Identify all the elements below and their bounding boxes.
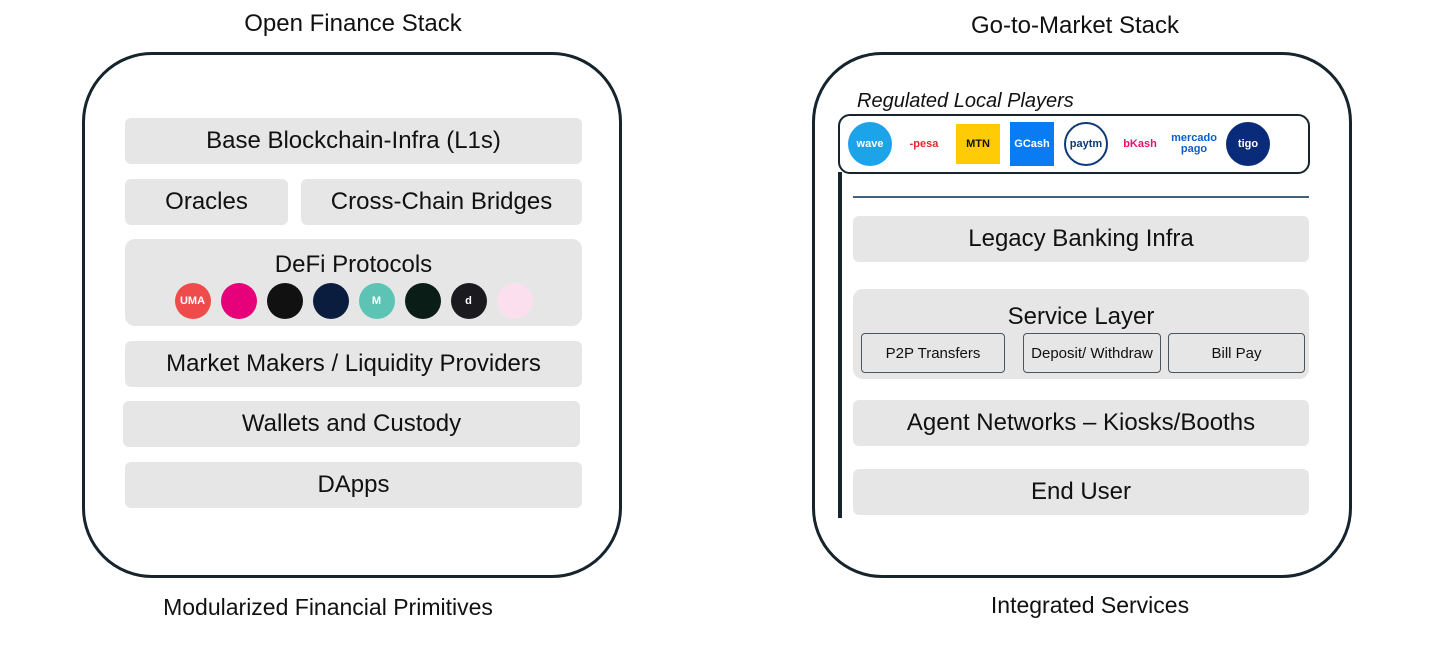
synthetix-logo: [312, 283, 349, 319]
layer-market-makers: Market Makers / Liquidity Providers: [125, 341, 582, 387]
compound-logo: [404, 283, 441, 319]
layer-label: Oracles: [165, 188, 248, 215]
open-finance-title: Open Finance Stack: [244, 10, 462, 37]
layer-label: Cross-Chain Bridges: [330, 188, 553, 215]
layer-label: DApps: [317, 471, 390, 498]
layer-end-user: End User: [853, 469, 1309, 515]
uma-logo: UMA: [174, 283, 211, 319]
polkadot-logo: [220, 283, 257, 319]
layer-wallets: Wallets and Custody: [123, 401, 580, 447]
service-deposit-withdraw: Deposit/ Withdraw: [1023, 333, 1161, 373]
mercado-pago-logo: mercado pago: [1171, 122, 1217, 166]
layer-dapps: DApps: [125, 462, 582, 508]
layer-legacy-banking: Legacy Banking Infra: [853, 216, 1309, 262]
go-to-market-title: Go-to-Market Stack: [970, 12, 1180, 39]
chainlink-style-logo: [266, 283, 303, 319]
layer-label: Agent Networks – Kiosks/Booths: [906, 409, 1256, 436]
layer-base-blockchain: Base Blockchain-Infra (L1s): [125, 118, 582, 164]
players-connector-vertical: [838, 172, 842, 518]
maker-logo: M: [358, 283, 395, 319]
go-to-market-caption: Integrated Services: [990, 592, 1190, 618]
wave-logo: wave: [848, 122, 892, 166]
paytm-logo: paytm: [1064, 122, 1108, 166]
layer-oracles: Oracles: [125, 179, 288, 225]
service-bill-pay: Bill Pay: [1168, 333, 1305, 373]
layer-service: Service Layer P2P Transfers Deposit/ Wit…: [853, 289, 1309, 379]
gcash-logo: GCash: [1010, 122, 1054, 166]
layer-label: Service Layer: [1007, 303, 1155, 330]
service-p2p-transfers: P2P Transfers: [861, 333, 1005, 373]
layer-label: End User: [1030, 478, 1132, 505]
uniswap-logo: [496, 283, 533, 319]
layer-label: Base Blockchain-Infra (L1s): [206, 127, 501, 154]
players-divider: [853, 196, 1309, 198]
bkash-logo: bKash: [1118, 122, 1162, 166]
tigo-logo: tigo: [1226, 122, 1270, 166]
dydx-logo: d: [450, 283, 487, 319]
open-finance-caption: Modularized Financial Primitives: [163, 594, 493, 620]
layer-bridges: Cross-Chain Bridges: [301, 179, 582, 225]
players-label: Regulated Local Players: [857, 90, 1074, 112]
layer-label: Market Makers / Liquidity Providers: [166, 350, 541, 377]
layer-label: Wallets and Custody: [241, 410, 462, 437]
layer-label: Legacy Banking Infra: [968, 225, 1194, 252]
mtn-logo: MTN: [956, 124, 1000, 164]
layer-agent-networks: Agent Networks – Kiosks/Booths: [853, 400, 1309, 446]
mpesa-logo: -pesa: [902, 122, 946, 166]
layer-label: DeFi Protocols: [274, 251, 433, 278]
